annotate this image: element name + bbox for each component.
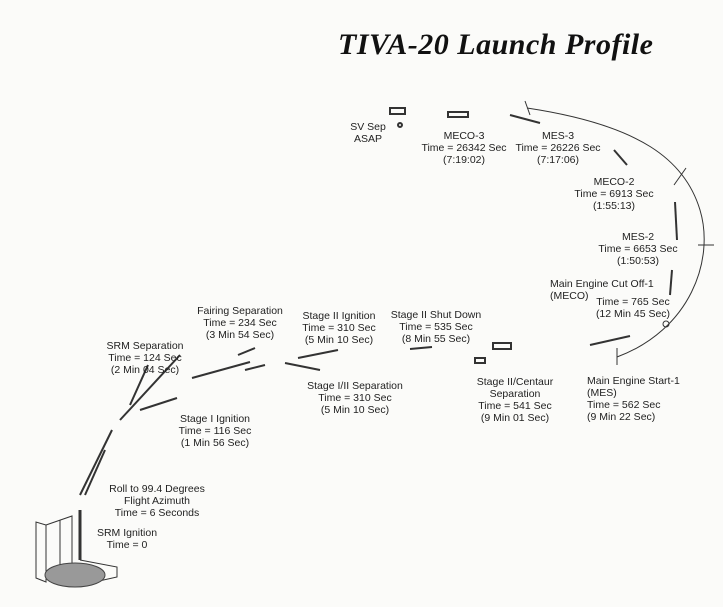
label-fairing-separation: Fairing Separation Time = 234 Sec (3 Min…	[197, 305, 283, 341]
label-mes-3: MES-3 Time = 26226 Sec (7:17:06)	[515, 130, 600, 166]
event-name: Main Engine Start-1	[587, 375, 680, 387]
label-sv-sep: SV Sep ASAP	[350, 121, 386, 145]
arc-tick-end	[524, 100, 531, 116]
event-time: Time = 310 Sec	[302, 322, 376, 334]
event-time-hms: (1:55:13)	[592, 200, 636, 212]
event-name: Stage I Ignition	[179, 413, 251, 425]
event-name: SRM Separation	[106, 340, 184, 352]
label-centaur-separation: Stage II/Centaur Separation Time = 541 S…	[477, 376, 553, 424]
event-time-min: (5 Min 10 Sec)	[320, 404, 390, 416]
event-time: Time = 0	[106, 539, 148, 551]
event-time: Time = 6653 Sec	[598, 243, 678, 255]
event-name: Stage II Shut Down	[390, 309, 482, 321]
event-time-min: (2 Min 04 Sec)	[110, 364, 180, 376]
event-time-min: (3 Min 54 Sec)	[205, 329, 275, 341]
event-time: Time = 124 Sec	[108, 352, 182, 364]
event-time: Time = 562 Sec	[587, 399, 661, 411]
rocket-icons	[79, 107, 678, 496]
event-time: ASAP	[353, 133, 383, 145]
event-name: Roll to 99.4 Degrees	[109, 483, 205, 495]
event-name: MES-3	[541, 130, 575, 142]
event-abbrev: (MES)	[587, 387, 617, 399]
event-time: Time = 310 Sec	[318, 392, 392, 404]
orbit-arc	[526, 107, 705, 358]
label-stage2-ignition: Stage II Ignition Time = 310 Sec (5 Min …	[302, 310, 375, 346]
event-time-min: (5 Min 10 Sec)	[304, 334, 374, 346]
event-name: Stage I/II Separation	[307, 380, 403, 392]
event-name: Stage II Ignition	[302, 310, 376, 322]
event-time: Time = 765 Sec	[596, 296, 670, 308]
event-name-2: Flight Azimuth	[124, 495, 190, 507]
label-srm-separation: SRM Separation Time = 124 Sec (2 Min 04 …	[106, 340, 183, 376]
diagram-title: TIVA-20 Launch Profile	[338, 28, 654, 61]
label-meco-2: MECO-2 Time = 6913 Sec (1:55:13)	[574, 176, 653, 212]
launch-pad-icon	[35, 510, 118, 588]
label-mes-2: MES-2 Time = 6653 Sec (1:50:53)	[598, 231, 677, 267]
event-time: Time = 541 Sec	[478, 400, 552, 412]
event-name: SRM Ignition	[96, 527, 158, 539]
event-time: Time = 26226 Sec	[515, 142, 601, 154]
label-meco-1: Main Engine Cut Off-1 (MECO)	[550, 278, 654, 302]
event-time: Time = 535 Sec	[399, 321, 473, 333]
event-name: Stage II/Centaur	[476, 376, 554, 388]
label-srm-ignition: SRM Ignition Time = 0	[97, 527, 157, 551]
event-name-2: Separation	[489, 388, 541, 400]
event-time-hms: (7:19:02)	[442, 154, 486, 166]
event-time-min: (8 Min 55 Sec)	[401, 333, 471, 345]
event-name: SV Sep	[350, 121, 386, 133]
label-stage1-ignition: Stage I Ignition Time = 116 Sec (1 Min 5…	[179, 413, 252, 449]
event-name: MECO-2	[593, 176, 635, 188]
label-meco-1-time: Time = 765 Sec (12 Min 45 Sec)	[596, 296, 670, 320]
event-name: MECO-3	[443, 130, 485, 142]
label-meco-3: MECO-3 Time = 26342 Sec (7:19:02)	[421, 130, 506, 166]
event-time-min: (1 Min 56 Sec)	[180, 437, 250, 449]
event-time: Time = 116 Sec	[178, 425, 252, 437]
event-name: Main Engine Cut Off-1	[550, 278, 654, 290]
event-time: Time = 26342 Sec	[421, 142, 507, 154]
event-time-min: (9 Min 22 Sec)	[587, 411, 656, 423]
label-roll: Roll to 99.4 Degrees Flight Azimuth Time…	[109, 483, 205, 519]
event-time: Time = 234 Sec	[203, 317, 277, 329]
arc-tick	[673, 167, 687, 186]
label-stage2-shutdown: Stage II Shut Down Time = 535 Sec (8 Min…	[391, 309, 481, 345]
event-time-hms: (1:50:53)	[616, 255, 660, 267]
label-stage12-separation: Stage I/II Separation Time = 310 Sec (5 …	[307, 380, 403, 416]
event-time: Time = 6913 Sec	[574, 188, 654, 200]
event-time-hms: (7:17:06)	[536, 154, 580, 166]
event-name: MES-2	[621, 231, 655, 243]
event-abbrev: (MECO)	[550, 290, 589, 302]
event-time-min: (9 Min 01 Sec)	[480, 412, 550, 424]
event-name: Fairing Separation	[197, 305, 283, 317]
event-time: Time = 6 Seconds	[114, 507, 200, 519]
event-time-min: (12 Min 45 Sec)	[595, 308, 671, 320]
label-mes-1: Main Engine Start-1 (MES) Time = 562 Sec…	[587, 375, 680, 423]
